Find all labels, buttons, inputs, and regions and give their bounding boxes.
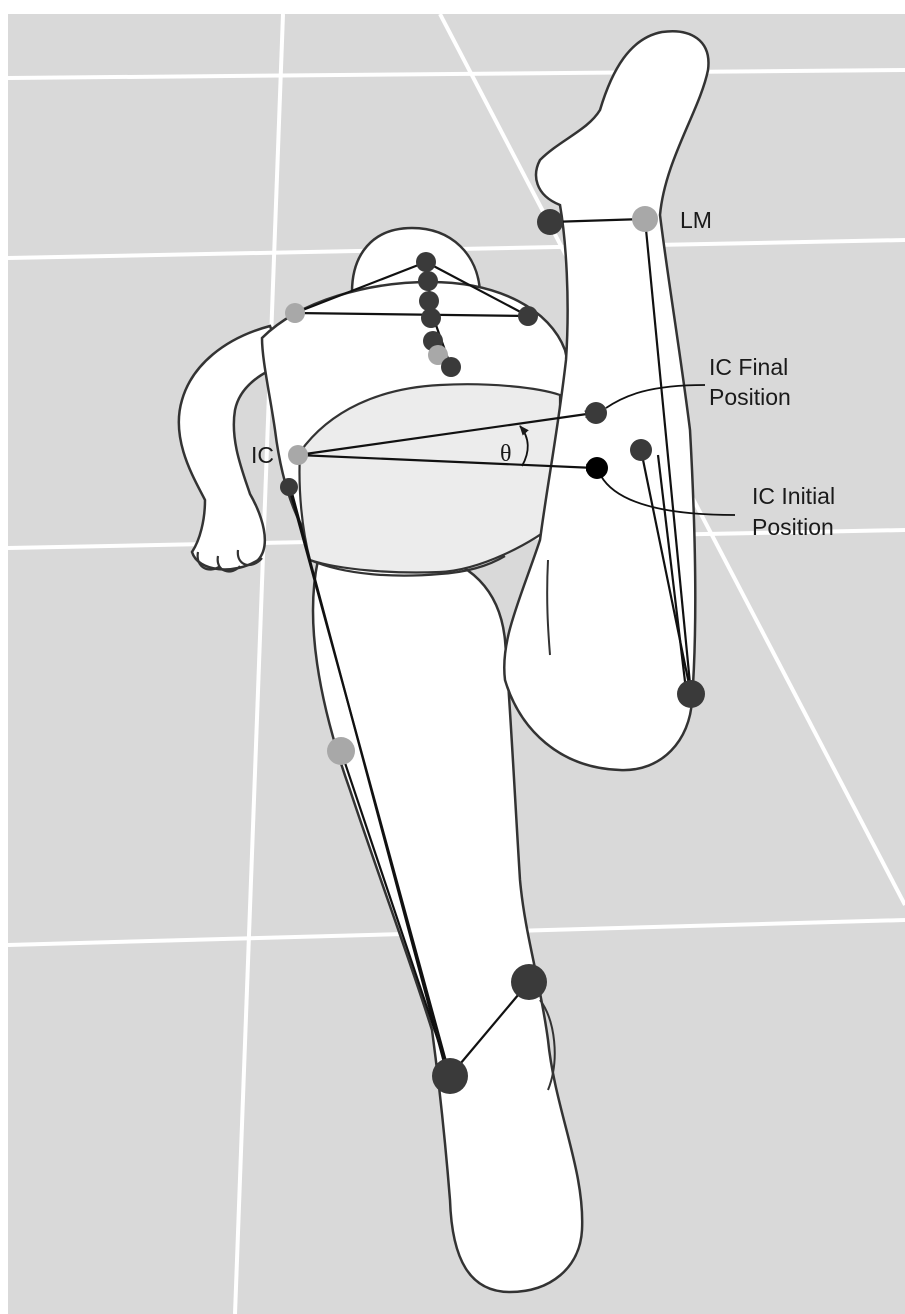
marker-spine-6 bbox=[441, 357, 461, 377]
marker-spine-3 bbox=[421, 308, 441, 328]
label-theta: θ bbox=[500, 441, 512, 467]
marker-spine-1 bbox=[418, 271, 438, 291]
marker-ankle-medial bbox=[537, 209, 563, 235]
label-ic-final-1: IC Final bbox=[709, 354, 788, 380]
marker-ic bbox=[288, 445, 308, 465]
marker-ankle-stance bbox=[511, 964, 547, 1000]
label-ic-initial-2: Position bbox=[752, 514, 834, 540]
marker-ic-initial bbox=[586, 457, 608, 479]
marker-head bbox=[416, 252, 436, 272]
marker-shoulder-right bbox=[518, 306, 538, 326]
marker-shoulder-left bbox=[285, 303, 305, 323]
marker-hip-lower bbox=[280, 478, 298, 496]
marker-heel-stance bbox=[432, 1058, 468, 1094]
marker-thigh bbox=[630, 439, 652, 461]
label-ic-initial-1: IC Initial bbox=[752, 483, 835, 509]
marker-knee-stance bbox=[327, 737, 355, 765]
marker-knee-swing bbox=[677, 680, 705, 708]
marker-ic-final bbox=[585, 402, 607, 424]
label-ic: IC bbox=[251, 442, 274, 468]
label-ic-final-2: Position bbox=[709, 384, 791, 410]
marker-lm bbox=[632, 206, 658, 232]
label-lm: LM bbox=[680, 207, 712, 233]
marker-spine-2 bbox=[419, 291, 439, 311]
